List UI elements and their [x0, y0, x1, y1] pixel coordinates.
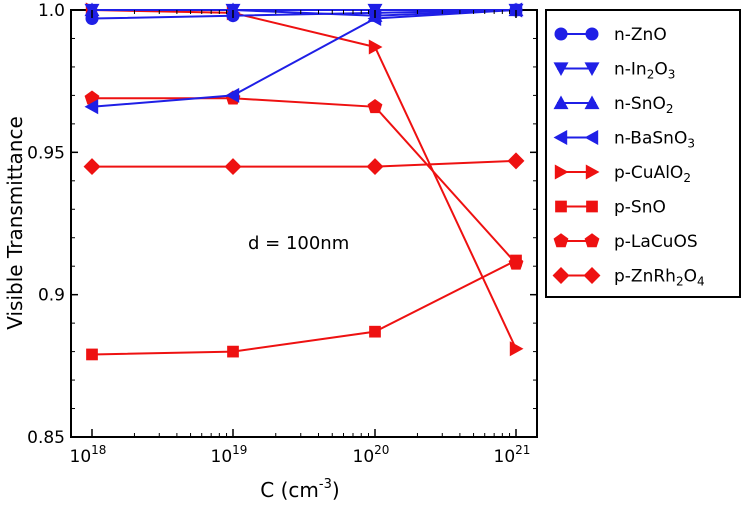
legend-marker	[554, 27, 568, 41]
legend-label: p-ZnRh2O4	[614, 267, 705, 289]
y-tick-label: 1.0	[38, 1, 65, 21]
series-line	[91, 9, 517, 20]
x-axis-title-suffix: )	[332, 478, 340, 502]
x-tick-base: 10	[494, 447, 516, 467]
series-line	[92, 97, 517, 265]
legend-marker	[585, 164, 600, 180]
legend-marker	[584, 95, 600, 110]
x-tick-label: 1021	[494, 443, 531, 467]
legend-label-part: p-LaCuOS	[614, 232, 698, 252]
data-point	[224, 158, 242, 176]
data-point	[368, 39, 383, 55]
legend-label: n-BaSnO3	[614, 129, 695, 151]
legend-label-part: 2	[647, 68, 655, 82]
series-line	[92, 159, 517, 168]
data-point	[369, 325, 381, 338]
y-tick-label: 0.95	[27, 143, 65, 163]
legend-marker	[553, 62, 569, 76]
legend-label: n-In2O3	[614, 60, 675, 82]
legend-label-part: 4	[697, 275, 705, 289]
legend-label-part: 3	[668, 68, 676, 82]
legend-label-part: n-SnO	[614, 94, 666, 114]
legend-marker	[554, 164, 569, 180]
legend-marker	[584, 62, 600, 76]
x-axis-title-exponent: -3	[319, 477, 332, 492]
x-tick-exponent: 19	[232, 443, 247, 457]
series-line	[91, 259, 517, 356]
legend-marker	[553, 95, 569, 110]
legend-marker	[585, 27, 599, 41]
x-tick-exponent: 18	[91, 443, 106, 457]
x-tick-base: 10	[211, 447, 233, 467]
legend-marker	[555, 200, 567, 213]
legend-label-part: O	[654, 60, 667, 80]
legend-label: p-LaCuOS	[614, 232, 698, 252]
plot-frame	[70, 9, 538, 438]
x-tick-label: 1018	[70, 443, 107, 467]
legend-label-part: O	[684, 267, 697, 287]
legend-marker	[553, 130, 568, 145]
data-point	[83, 158, 101, 176]
legend-marker	[584, 233, 600, 248]
legend-label-part: n-ZnO	[614, 25, 667, 45]
legend-label-part: 2	[676, 275, 684, 289]
legend: n-ZnOn-In2O3n-SnO2n-BaSnO3p-CuAlO2p-SnOp…	[552, 25, 705, 289]
legend-label-part: p-CuAlO	[614, 163, 683, 183]
y-tick-label: 0.9	[38, 286, 65, 306]
legend-marker	[553, 233, 569, 248]
legend-label-part: n-BaSnO	[614, 129, 687, 149]
y-axis-title: Visible Transmittance	[3, 116, 27, 330]
legend-label-part: p-ZnRh	[614, 267, 676, 287]
series-line	[91, 9, 517, 350]
data-point	[507, 152, 525, 170]
x-tick-exponent: 21	[515, 443, 530, 457]
legend-box	[545, 9, 741, 298]
legend-marker	[584, 130, 599, 145]
series-layer	[83, 2, 525, 361]
thickness-annotation: d = 100nm	[248, 233, 349, 254]
x-axis-title-main: C (cm	[260, 478, 319, 502]
legend-label: n-ZnO	[614, 25, 667, 45]
y-tick-label: 0.85	[27, 428, 65, 448]
data-point	[367, 98, 383, 114]
legend-label-part: 2	[666, 102, 674, 116]
legend-label-part: 3	[687, 137, 695, 151]
data-point	[86, 348, 98, 361]
legend-marker	[552, 267, 570, 284]
legend-label: p-CuAlO2	[614, 163, 691, 185]
x-axis-title: C (cm-3)	[260, 477, 339, 502]
x-tick-label: 1020	[353, 443, 390, 467]
series-line	[91, 9, 517, 108]
data-point	[366, 158, 384, 176]
data-point	[508, 255, 524, 270]
x-tick-exponent: 20	[374, 443, 389, 457]
data-point	[509, 341, 524, 357]
legend-marker	[586, 200, 598, 213]
legend-label-part: 2	[683, 171, 691, 185]
legend-label: n-SnO2	[614, 94, 674, 116]
data-point	[225, 87, 240, 103]
data-point	[227, 345, 239, 358]
x-tick-label: 1019	[211, 443, 248, 467]
legend-label-part: p-SnO	[614, 198, 666, 218]
data-point	[84, 99, 99, 115]
x-tick-base: 10	[353, 447, 375, 467]
x-tick-base: 10	[70, 447, 92, 467]
legend-label-part: n-In	[614, 60, 647, 80]
legend-marker	[583, 267, 601, 284]
legend-label: p-SnO	[614, 198, 666, 218]
